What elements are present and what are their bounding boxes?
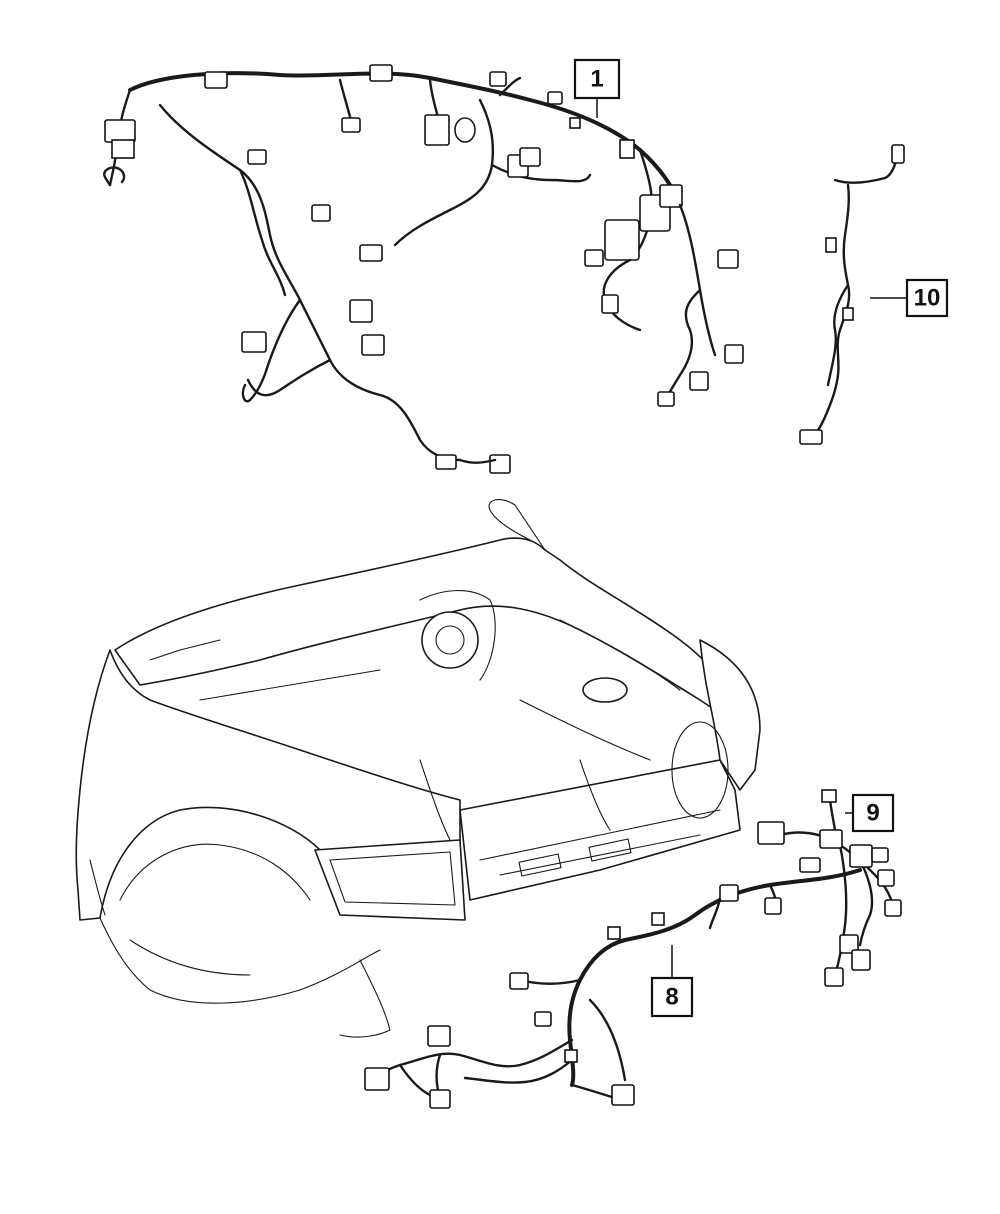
harness-10 bbox=[799, 144, 905, 445]
callout-8: 8 bbox=[650, 945, 694, 1018]
harness-9 bbox=[757, 789, 902, 987]
harness-8 bbox=[364, 857, 862, 1109]
callout-8-label: 8 bbox=[665, 984, 678, 1011]
callout-10: 10 bbox=[870, 278, 949, 318]
vehicle-front-body bbox=[75, 499, 761, 1038]
callout-1: 1 bbox=[573, 58, 621, 118]
callout-1-label: 1 bbox=[590, 66, 603, 93]
harness-1 bbox=[103, 64, 744, 474]
callout-9-label: 9 bbox=[866, 800, 879, 827]
callout-10-label: 10 bbox=[914, 285, 941, 312]
callout-9: 9 bbox=[845, 793, 895, 833]
